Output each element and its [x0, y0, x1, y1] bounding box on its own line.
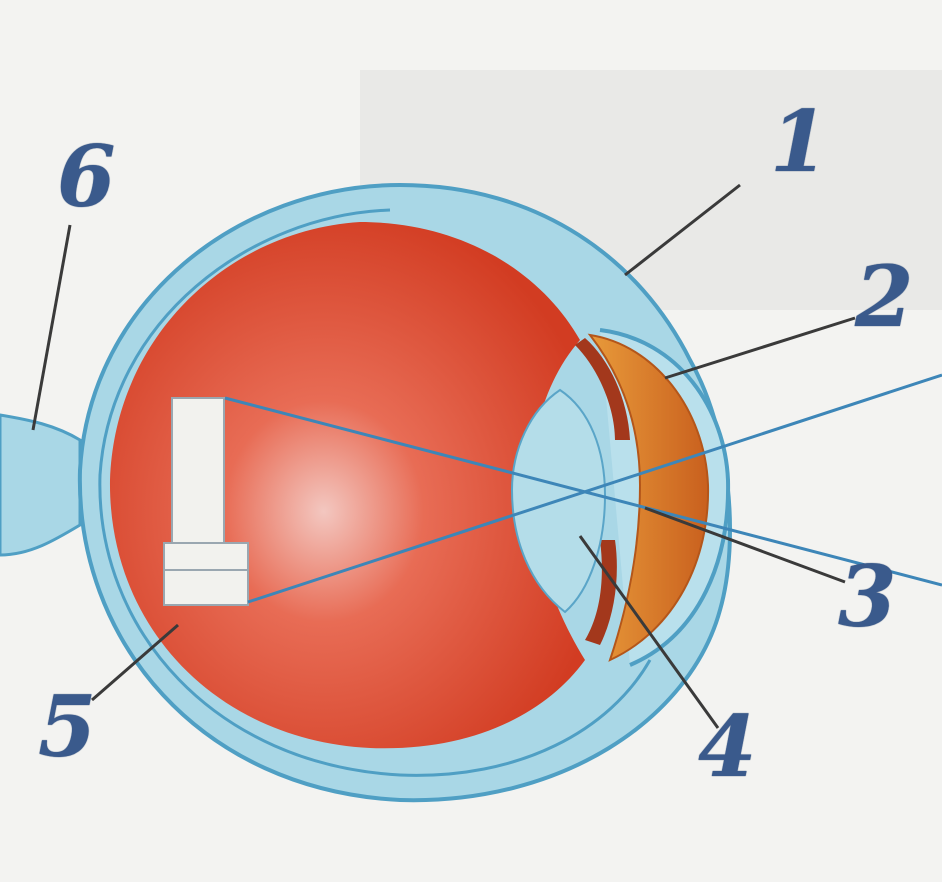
- retinal-image-head: [164, 543, 248, 605]
- callout-6: 6: [57, 135, 115, 219]
- retinal-image-body: [172, 398, 224, 546]
- callout-1: 1: [770, 100, 828, 184]
- leader-line-6: [33, 225, 70, 430]
- callout-2: 2: [855, 255, 913, 339]
- callout-5: 5: [38, 685, 96, 769]
- optic-nerve: [0, 415, 80, 555]
- callout-3: 3: [838, 555, 896, 639]
- callout-4: 4: [698, 705, 756, 789]
- leader-line-2: [665, 318, 855, 378]
